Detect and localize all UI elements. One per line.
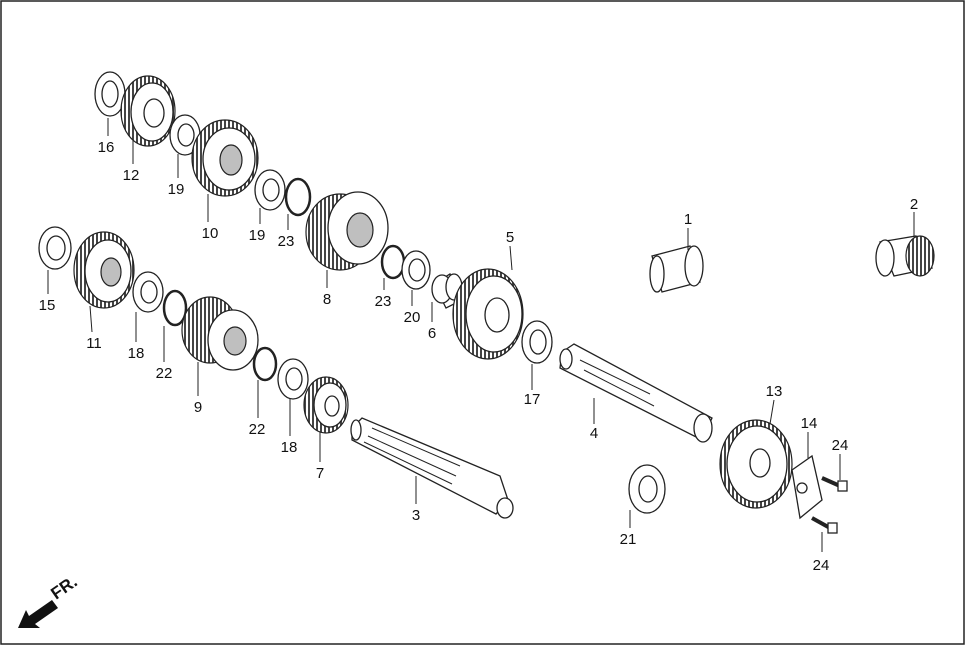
- callout-18-lower: 18: [281, 439, 298, 456]
- callout-2: 2: [910, 196, 918, 213]
- gear-12: [120, 75, 176, 147]
- callout-24-upper: 24: [832, 437, 849, 454]
- leader-lines: [47, 118, 915, 552]
- washer-15: [38, 226, 72, 270]
- callout-22-upper: 22: [156, 365, 173, 382]
- callout-21: 21: [620, 531, 637, 548]
- spline-washer-19-upper: [169, 114, 201, 156]
- callout-7: 7: [316, 465, 324, 482]
- circlip-23-upper: [284, 177, 312, 217]
- sprocket-13: [719, 419, 793, 509]
- callout-12: 12: [123, 167, 140, 184]
- callout-15: 15: [39, 297, 56, 314]
- gear-11: [73, 231, 135, 309]
- front-label: FR.: [47, 572, 80, 603]
- callout-3: 3: [412, 507, 420, 524]
- callout-22-lower: 22: [249, 421, 266, 438]
- washer-17: [521, 320, 553, 364]
- countershaft-4: [559, 343, 713, 443]
- bolt-24-upper: [821, 476, 848, 492]
- bolt-24-lower: [811, 516, 838, 534]
- gear-7: [303, 376, 349, 434]
- spline-washer-20: [401, 250, 431, 290]
- spline-washer-19-lower: [254, 169, 286, 211]
- front-arrow-icon: [18, 600, 58, 628]
- callout-23-lower: 23: [375, 293, 392, 310]
- callout-6: 6: [428, 325, 436, 342]
- callout-labels: 1 2 3 4 5 6 7 8 9 10 11 12 13 14 15 16 1…: [39, 139, 919, 574]
- circlip-22-upper: [162, 289, 188, 327]
- gear-9: [181, 296, 259, 371]
- callout-19-upper: 19: [168, 181, 185, 198]
- callout-5: 5: [506, 229, 514, 246]
- plate-14: [791, 454, 823, 520]
- callout-17: 17: [524, 391, 541, 408]
- callout-10: 10: [202, 225, 219, 242]
- gear-10: [191, 119, 259, 197]
- spline-washer-18-lower: [277, 358, 309, 400]
- callout-11: 11: [86, 335, 102, 352]
- gear-8: [305, 191, 389, 271]
- circlip-22-lower: [252, 346, 278, 382]
- gear-5: [452, 268, 524, 360]
- circlip-23-lower: [380, 244, 406, 280]
- callout-13: 13: [766, 383, 783, 400]
- bearing-1: [649, 245, 704, 293]
- washer-16: [94, 71, 126, 117]
- callout-4: 4: [590, 425, 598, 442]
- callout-16: 16: [98, 139, 115, 156]
- callout-24-lower: 24: [813, 557, 830, 574]
- callout-23-upper: 23: [278, 233, 295, 250]
- spline-washer-18-upper: [132, 271, 164, 313]
- front-direction-indicator: FR.: [18, 572, 81, 628]
- callout-9: 9: [194, 399, 202, 416]
- mainshaft-3: [350, 417, 514, 519]
- callout-14: 14: [801, 415, 818, 432]
- needle-bearing-2: [875, 235, 935, 277]
- callout-20: 20: [404, 309, 421, 326]
- callout-1: 1: [684, 211, 692, 228]
- callout-19-lower: 19: [249, 227, 266, 244]
- lock-washer-21: [628, 464, 666, 514]
- callout-8: 8: [323, 291, 331, 308]
- callout-18-upper: 18: [128, 345, 145, 362]
